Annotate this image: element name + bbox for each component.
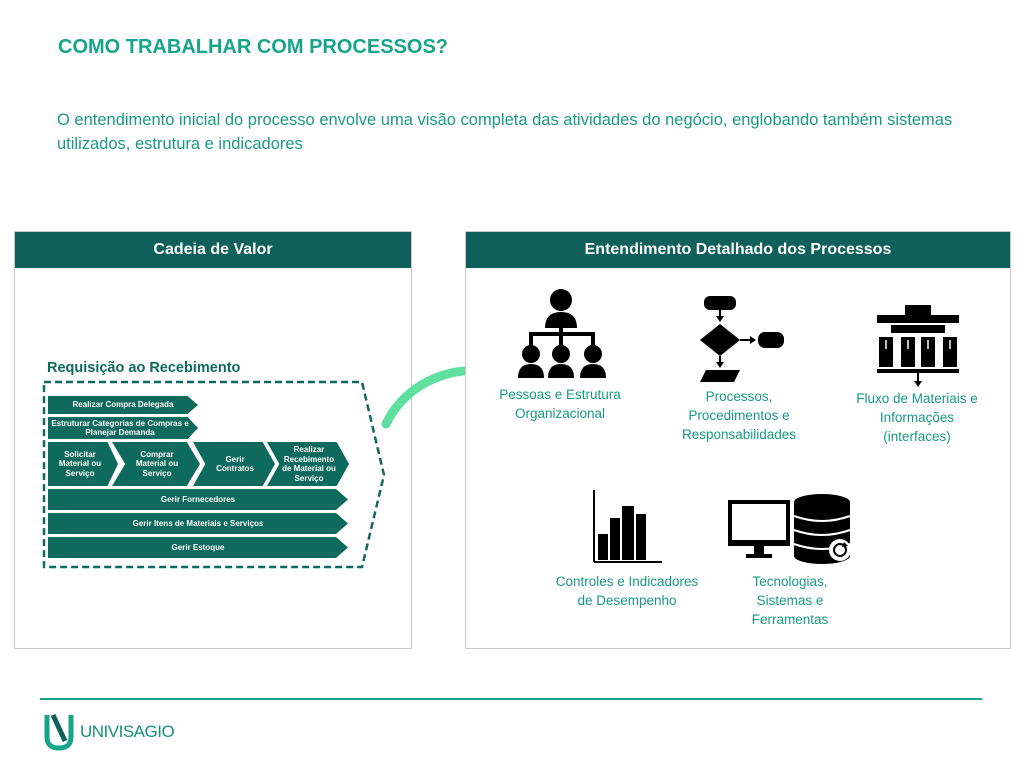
step-itens: Gerir Itens de Materiais e Serviços — [48, 513, 348, 534]
material-flow-icon — [877, 305, 959, 387]
value-chain-header: Cadeia de Valor — [15, 232, 411, 268]
caption-processos: Processos, Procedimentos e Responsabilid… — [681, 389, 797, 442]
footer-divider — [40, 698, 982, 700]
caption-pessoas: Pessoas e Estrutura Organizacional — [499, 387, 621, 421]
value-chain-panel: Cadeia de Valor — [14, 231, 412, 649]
caption-tecnologias: Tecnologias, Sistemas e Ferramentas — [751, 574, 829, 627]
step-estoque: Gerir Estoque — [48, 537, 348, 558]
step-estruturar: Estruturar Categorias de Compras e Plane… — [48, 417, 198, 439]
page-title: COMO TRABALHAR COM PROCESSOS? — [58, 36, 448, 58]
caption-controles: Controles e Indicadores de Desempenho — [555, 574, 699, 608]
intro-text: O entendimento inicial do processo envol… — [57, 111, 953, 153]
bar-chart-icon — [593, 490, 662, 563]
step-fornecedores: Gerir Fornecedores — [48, 489, 348, 510]
step-solicitar: Solicitar Material ou Serviço — [48, 442, 118, 486]
step-recebimento: Realizar Recebimento de Material ou Serv… — [267, 442, 349, 486]
group-title: Requisição ao Recebimento — [47, 360, 241, 376]
computer-database-icon — [728, 494, 851, 564]
process-detail-header: Entendimento Detalhado dos Processos — [466, 232, 1010, 268]
caption-fluxo: Fluxo de Materiais e Informações (interf… — [856, 391, 978, 444]
step-gerir-contratos: Gerir Contratos — [193, 442, 275, 486]
flowchart-icon — [700, 296, 784, 382]
org-chart-icon — [518, 289, 606, 378]
univisagio-logo-text: UNIVISAGIO — [80, 722, 175, 741]
step-comprar: Comprar Material ou Serviço — [112, 442, 200, 486]
step-compra-delegada: Realizar Compra Delegada — [48, 396, 198, 414]
univisagio-logo-icon — [44, 713, 74, 751]
